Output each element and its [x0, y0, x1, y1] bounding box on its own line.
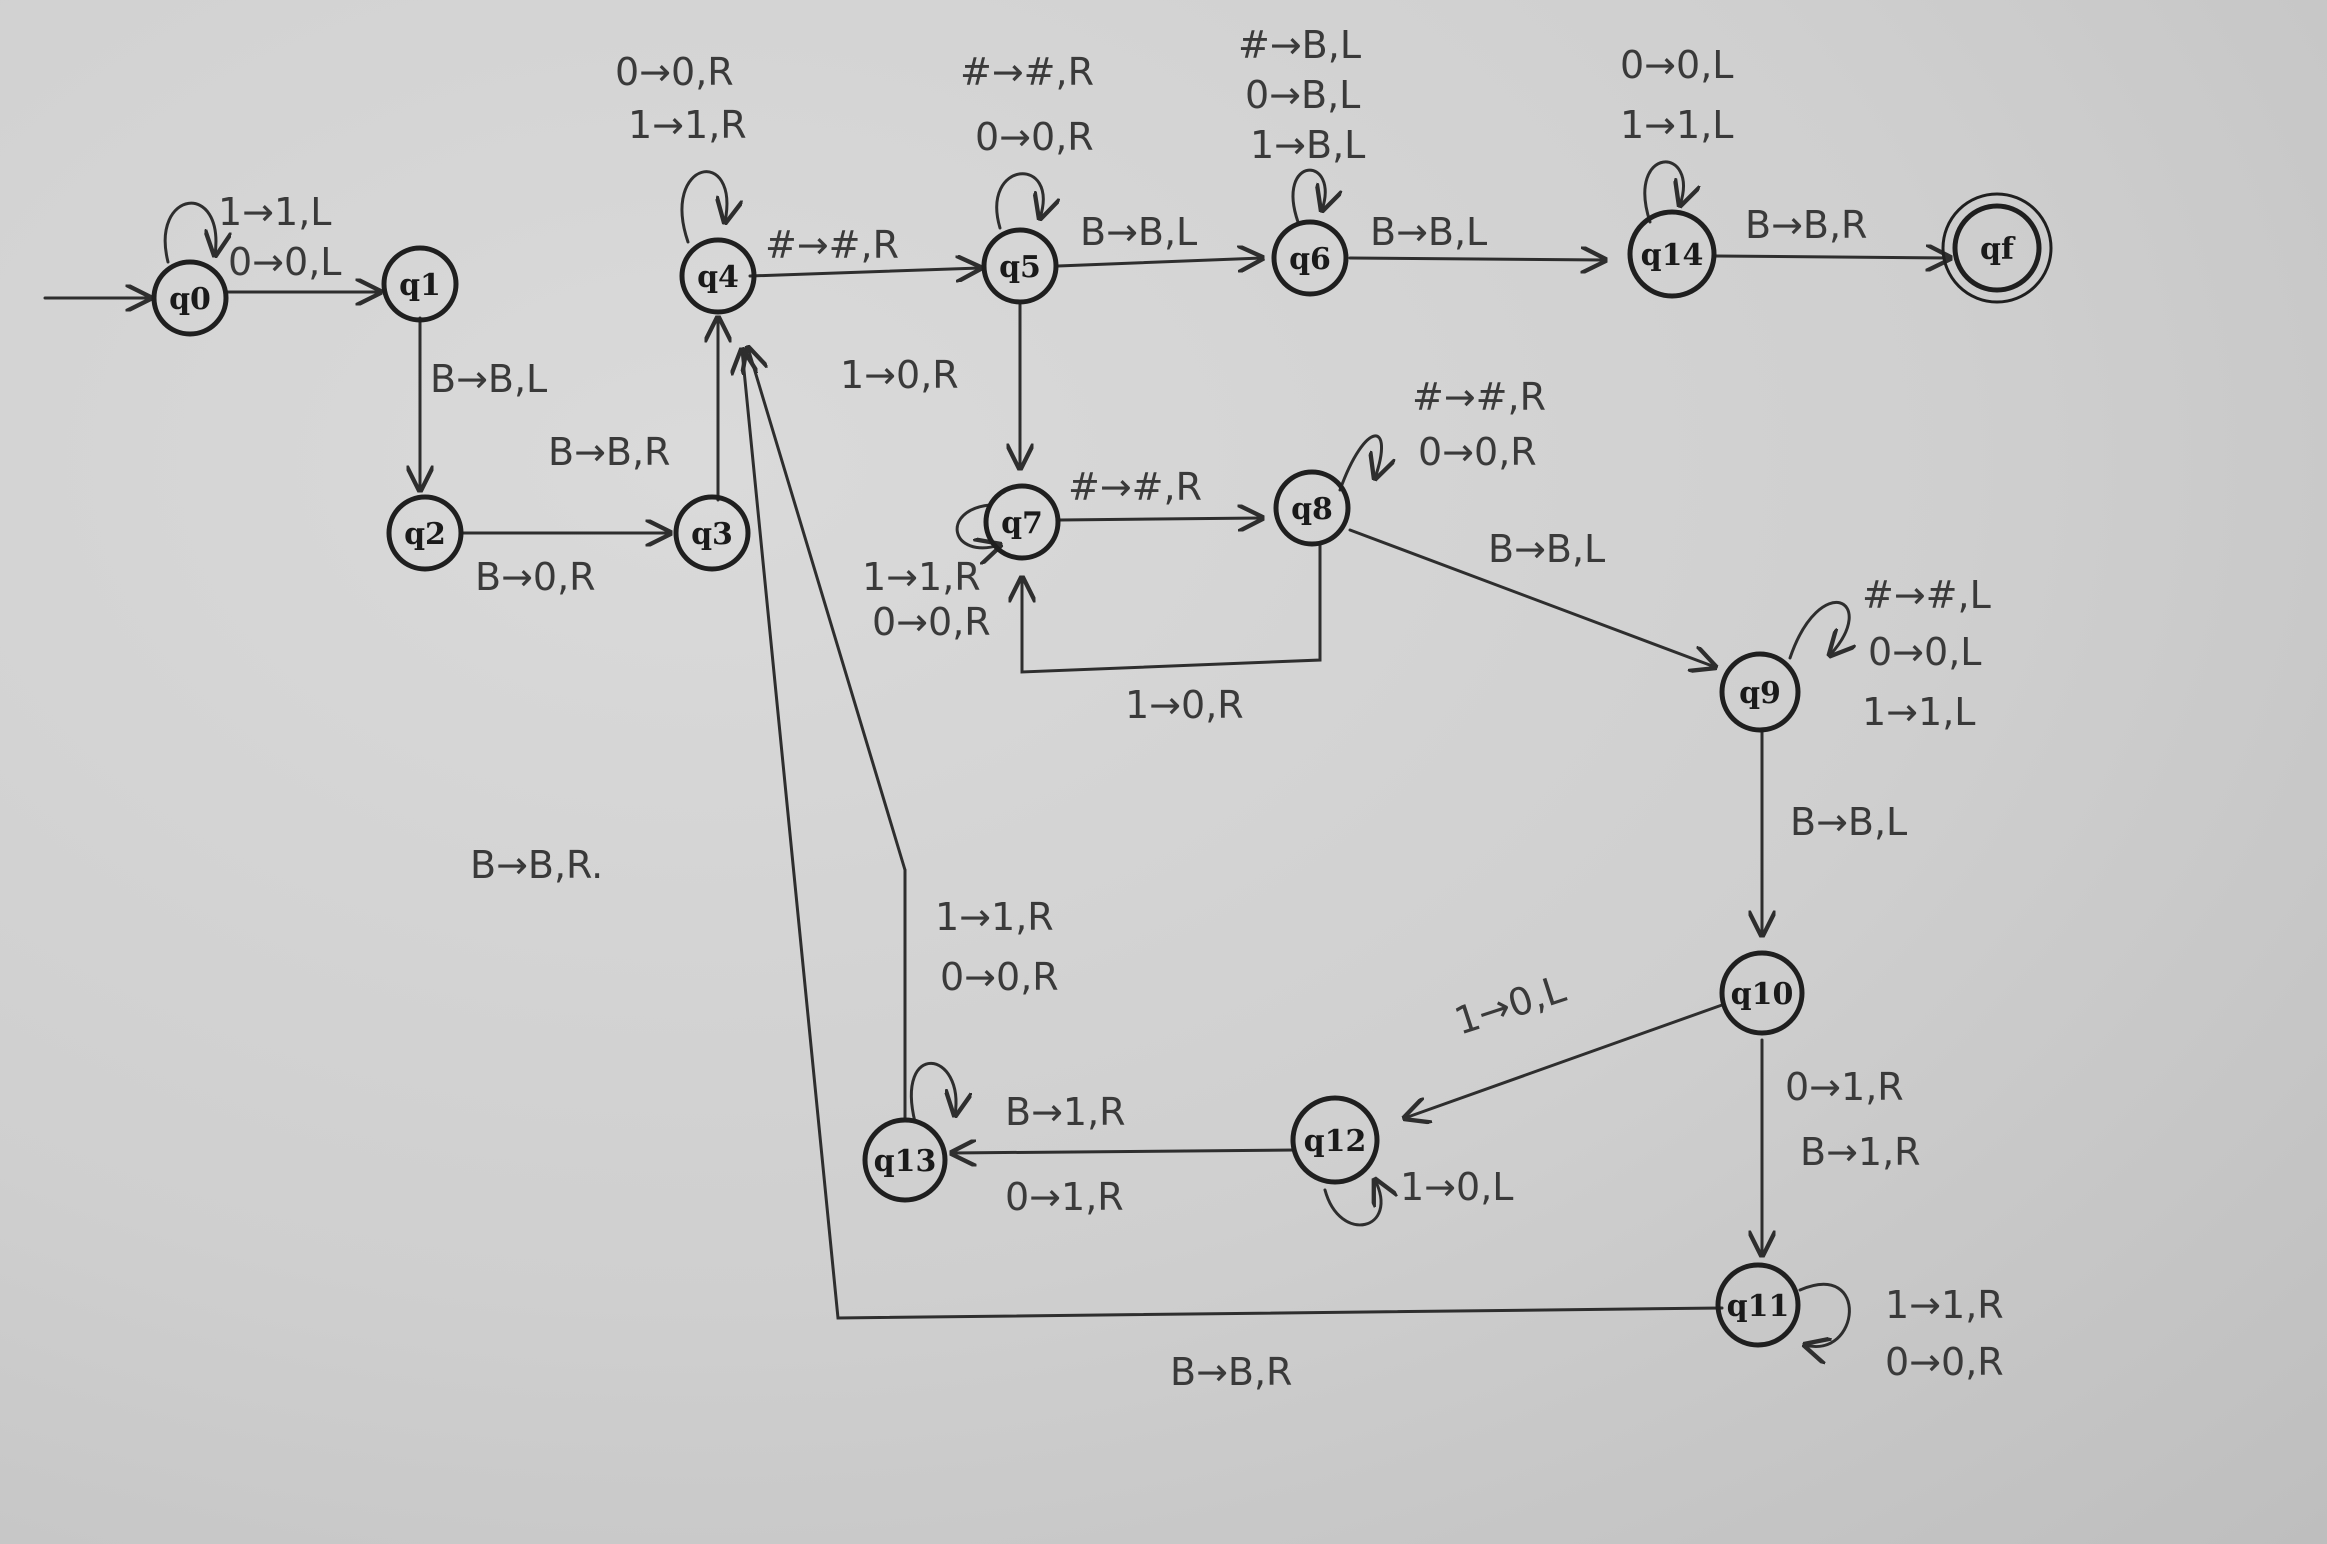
label-q9-loop-b: 0→0,L [1868, 630, 1981, 674]
state-label: q7 [1001, 506, 1043, 541]
loop-q4 [680, 170, 727, 244]
label-q7-loop-a: 1→1,R [862, 555, 981, 599]
state-label: q6 [1289, 242, 1331, 277]
state-q2: q2 [386, 494, 464, 572]
state-label: q11 [1727, 1289, 1790, 1324]
state-q3: q3 [673, 494, 751, 572]
loop-q6 [1291, 168, 1325, 224]
label-q12-q13-a: B→1,R [1005, 1090, 1126, 1134]
label-q13-q4-a: 1→1,R [935, 895, 1054, 939]
edge-q8-q7 [1022, 543, 1322, 674]
loop-q14 [1643, 160, 1684, 224]
loop-q12 [1323, 1180, 1381, 1227]
edge-q8-q9 [1348, 528, 1715, 667]
state-q13: q13 [862, 1117, 948, 1203]
loop-q7 [955, 503, 1000, 548]
label-q3-q4: B→B,R [548, 430, 670, 474]
edge-q12-q13 [952, 1150, 1297, 1153]
label-q7-q8: #→#,R [1068, 465, 1202, 509]
label-q4-loop-b: 1→1,R [628, 103, 747, 147]
state-label: q3 [691, 517, 733, 552]
state-q12: q12 [1290, 1095, 1380, 1185]
label-q5-loop-a: #→#,R [960, 50, 1094, 94]
label-q6-loop-a: #→B,L [1238, 23, 1361, 67]
state-q6: q6 [1271, 219, 1349, 297]
state-q9: q9 [1719, 651, 1801, 733]
label-q8-q7: 1→0,R [1125, 683, 1244, 727]
loop-q8 [1338, 434, 1382, 492]
loop-q9 [1788, 600, 1849, 658]
state-label: q5 [999, 250, 1041, 285]
label-q1-q2: B→B,L [430, 357, 547, 401]
loop-q0 [163, 201, 216, 264]
label-q4-loop-a: 0→0,R [615, 50, 734, 94]
state-label: q8 [1291, 492, 1333, 527]
label-q10-q12: 1→0,L [1449, 967, 1570, 1044]
label-q6-q14: B→B,L [1370, 210, 1487, 254]
edge-q11-q4 [742, 350, 1724, 1320]
state-label: q0 [169, 282, 211, 317]
label-q9-loop-c: 1→1,L [1862, 690, 1975, 734]
label-q13-q4-b: 0→0,R [940, 955, 1059, 999]
state-q4: q4 [679, 237, 757, 315]
label-q6-loop-c: 1→B,L [1250, 123, 1365, 167]
edge-q6-q14 [1348, 258, 1605, 260]
label-q7-loop-b: 0→0,R [872, 600, 991, 644]
label-q13-q4-extra: B→B,R. [470, 843, 603, 887]
loop-q11 [1798, 1282, 1851, 1346]
edge-q7-q8 [1058, 518, 1262, 520]
edge-q5-q6 [1056, 258, 1262, 266]
label-q14-qf: B→B,R [1745, 203, 1867, 247]
label-q9-q10: B→B,L [1790, 800, 1907, 844]
state-q14: q14 [1627, 209, 1717, 299]
state-q1: q1 [381, 245, 459, 323]
label-q10-q11-b: B→1,R [1800, 1130, 1921, 1174]
label-q5-q7: 1→0,R [840, 353, 959, 397]
label-q2-q3: B→0,R [475, 555, 596, 599]
state-label: q14 [1641, 238, 1704, 273]
label-q14-loop-b: 1→1,L [1620, 103, 1733, 147]
state-label: q2 [404, 517, 446, 552]
state-q10: q10 [1719, 950, 1805, 1036]
label-q12-q13-b: 0→1,R [1005, 1175, 1124, 1219]
label-q11-q4: B→B,R [1170, 1350, 1292, 1394]
state-label: q12 [1304, 1124, 1367, 1159]
edge-q14-qf [1713, 256, 1950, 258]
label-q8-loop-b: 0→0,R [1418, 430, 1537, 474]
state-q5: q5 [981, 227, 1059, 305]
state-q8: q8 [1273, 469, 1351, 547]
state-q0: q0 [151, 259, 229, 337]
label-q0-loop-a: 1→1,L [218, 190, 331, 234]
label-q8-loop-a: #→#,R [1412, 375, 1546, 419]
label-q11-loop-a: 1→1,R [1885, 1283, 2004, 1327]
state-q11: q11 [1715, 1262, 1801, 1348]
label-q4-q5: #→#,R [765, 223, 899, 267]
label-q5-q6: B→B,L [1080, 210, 1197, 254]
state-label: qf [1980, 232, 2016, 267]
state-q7: q7 [983, 483, 1061, 561]
state-label: q13 [874, 1144, 937, 1179]
state-qf: qf [1941, 192, 2053, 304]
edge-q10-q12 [1405, 1003, 1724, 1118]
state-label: q10 [1731, 977, 1794, 1012]
label-q0-loop-b: 0→0,L [228, 240, 341, 284]
label-q12-loop: 1→0,L [1400, 1165, 1513, 1209]
label-q14-loop-a: 0→0,L [1620, 43, 1733, 87]
state-label: q1 [399, 268, 441, 303]
label-q9-loop-a: #→#,L [1862, 573, 1991, 617]
loop-q13 [909, 1062, 956, 1124]
label-q10-q11-a: 0→1,R [1785, 1065, 1904, 1109]
label-q8-q9: B→B,L [1488, 527, 1605, 571]
label-q6-loop-b: 0→B,L [1245, 73, 1360, 117]
edge-q13-q4-b [748, 348, 907, 872]
label-q5-loop-b: 0→0,R [975, 115, 1094, 159]
state-label: q4 [697, 260, 739, 295]
loop-q5 [995, 172, 1043, 230]
edge-q4-q5 [748, 268, 980, 276]
state-label: q9 [1739, 676, 1781, 711]
label-q11-loop-b: 0→0,R [1885, 1340, 2004, 1384]
